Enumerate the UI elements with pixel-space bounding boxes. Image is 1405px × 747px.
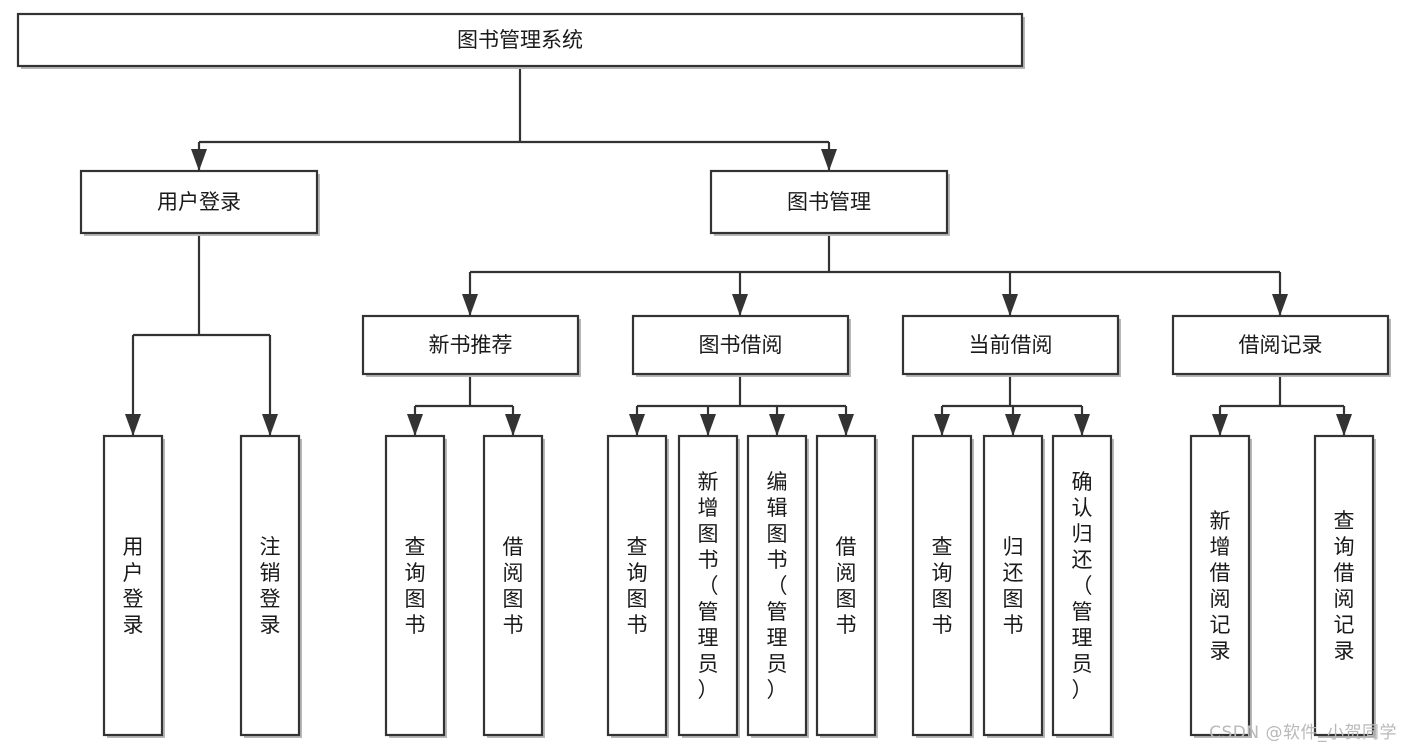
node-leaf-confirm-return[interactable]: 确认归还（管理员） — [1051, 434, 1114, 738]
arrow-head — [934, 414, 950, 436]
node-rect — [982, 434, 1044, 737]
node-label: 查询图书 — [627, 535, 648, 637]
arrow-head — [629, 414, 645, 436]
connector-layer — [125, 66, 1352, 436]
node-rect — [815, 434, 877, 737]
node-label: 查询图书 — [405, 535, 426, 637]
node-borrow-record[interactable]: 借阅记录 — [1171, 314, 1391, 377]
node-label: 用户登录 — [123, 535, 144, 637]
node-leaf-return-book[interactable]: 归还图书 — [982, 434, 1045, 738]
node-rect — [102, 434, 164, 737]
node-leaf-borrow-book-1[interactable]: 借阅图书 — [482, 434, 545, 738]
node-label: 图书借阅 — [699, 333, 783, 357]
csdn-watermark: CSDN @软件_小贺同学 — [1209, 723, 1397, 743]
node-label: 图书管理系统 — [457, 28, 583, 52]
connector-root-to-level2 — [197, 66, 831, 171]
node-rect — [1171, 314, 1390, 376]
node-label: 归还图书 — [1003, 535, 1024, 637]
arrow-head — [191, 149, 207, 171]
node-label: 查询图书 — [932, 535, 953, 637]
arrow-head — [1272, 294, 1288, 316]
node-new-book-recommend[interactable]: 新书推荐 — [361, 314, 581, 377]
node-leaf-borrow-book-2[interactable]: 借阅图书 — [815, 434, 878, 738]
node-label: 新书推荐 — [429, 333, 513, 357]
node-label: 确认归还（管理员） — [1072, 470, 1093, 702]
arrow-head — [838, 414, 854, 436]
node-label: 借阅图书 — [836, 535, 857, 637]
node-leaf-query-book-2[interactable]: 查询图书 — [606, 434, 669, 738]
node-root[interactable]: 图书管理系统 — [16, 12, 1025, 69]
arrow-head — [1336, 414, 1352, 436]
connector-user-login-to-leaves — [131, 233, 272, 436]
connector-book-manage-to-level3 — [468, 233, 1282, 316]
node-rect — [1189, 434, 1251, 737]
node-book-manage[interactable]: 图书管理 — [709, 169, 950, 236]
node-rect — [239, 434, 301, 737]
node-label: 新增借阅记录 — [1210, 509, 1231, 663]
node-rect — [1051, 434, 1113, 737]
node-leaf-query-book-3[interactable]: 查询图书 — [911, 434, 974, 738]
node-label: 当前借阅 — [969, 333, 1053, 357]
node-rect — [1313, 434, 1375, 737]
node-leaf-query-book-1[interactable]: 查询图书 — [384, 434, 447, 738]
node-leaf-query-record[interactable]: 查询借阅记录 — [1313, 434, 1376, 738]
arrow-head — [1002, 294, 1018, 316]
node-user-login[interactable]: 用户登录 — [79, 169, 320, 236]
connector-borrow-record-to-leaves — [1218, 374, 1346, 436]
node-label: 借阅记录 — [1239, 333, 1323, 357]
node-leaf-edit-book[interactable]: 编辑图书（管理员） — [746, 434, 809, 738]
node-rect — [384, 434, 446, 737]
node-label: 图书管理 — [787, 190, 871, 214]
node-rect — [606, 434, 668, 737]
node-rect — [746, 434, 808, 737]
arrow-head — [262, 414, 278, 436]
node-leaf-user-logout[interactable]: 注销登录 — [239, 434, 302, 738]
node-rect — [16, 12, 1024, 68]
node-leaf-user-login[interactable]: 用户登录 — [102, 434, 165, 738]
node-book-borrow[interactable]: 图书借阅 — [631, 314, 851, 377]
connector-book-borrow-to-leaves — [635, 374, 848, 436]
arrow-head — [1005, 414, 1021, 436]
node-rect — [79, 169, 319, 235]
arrow-head — [700, 414, 716, 436]
arrow-head — [407, 414, 423, 436]
arrow-head — [505, 414, 521, 436]
arrow-head — [1074, 414, 1090, 436]
node-label: 用户登录 — [157, 190, 241, 214]
node-rect — [361, 314, 580, 376]
arrow-head — [769, 414, 785, 436]
node-layer: 图书管理系统用户登录图书管理新书推荐图书借阅当前借阅借阅记录用户登录注销登录查询… — [16, 12, 1391, 738]
node-label: 借阅图书 — [503, 535, 524, 637]
node-label: 编辑图书（管理员） — [767, 470, 788, 702]
node-rect — [482, 434, 544, 737]
node-rect — [631, 314, 850, 376]
arrow-head — [1212, 414, 1228, 436]
node-leaf-add-book[interactable]: 新增图书（管理员） — [677, 434, 740, 738]
node-label: 注销登录 — [260, 535, 281, 637]
arrow-head — [125, 414, 141, 436]
node-rect — [709, 169, 949, 235]
node-label: 查询借阅记录 — [1334, 509, 1355, 663]
arrow-head — [462, 294, 478, 316]
node-rect — [677, 434, 739, 737]
node-rect — [911, 434, 973, 737]
node-rect — [901, 314, 1120, 376]
node-label: 新增图书（管理员） — [698, 470, 719, 702]
connector-new-book-to-leaves — [413, 374, 515, 436]
node-current-borrow[interactable]: 当前借阅 — [901, 314, 1121, 377]
node-leaf-add-record[interactable]: 新增借阅记录 — [1189, 434, 1252, 738]
arrow-head — [732, 294, 748, 316]
arrow-head — [821, 149, 837, 171]
